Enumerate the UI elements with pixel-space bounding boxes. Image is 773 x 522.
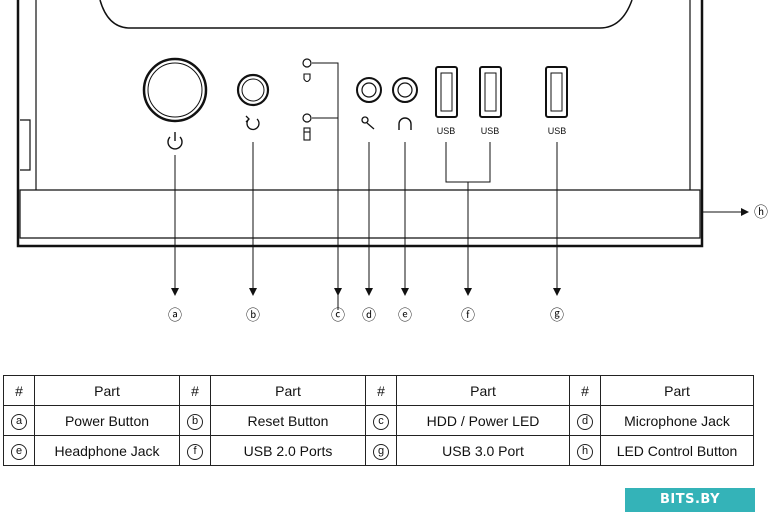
table-cell-num: d	[569, 405, 601, 436]
callout-badge: b	[187, 414, 203, 430]
table-row: a Power Button b Reset Button c HDD / Po…	[3, 405, 754, 436]
table-header: #	[365, 375, 397, 406]
svg-text:ⓑ: ⓑ	[246, 307, 260, 323]
table-header: #	[3, 375, 35, 406]
callout-d: ⓓ	[362, 307, 376, 323]
callout-badge: f	[187, 444, 203, 460]
table-header: #	[569, 375, 601, 406]
table-header: Part	[210, 375, 366, 406]
table-header: Part	[600, 375, 754, 406]
headphone-icon	[398, 117, 412, 130]
usb-label-3: USB	[548, 126, 567, 136]
table-cell-part: Reset Button	[210, 405, 366, 436]
watermark-logo: BITS.BY	[625, 488, 755, 512]
power-button-graphic	[142, 57, 208, 123]
parts-table: # Part # Part # Part # Part a Power Butt…	[3, 375, 754, 466]
table-cell-num: b	[179, 405, 211, 436]
svg-text:ⓒ: ⓒ	[331, 307, 345, 323]
callout-b: ⓑ	[246, 307, 260, 323]
microphone-icon	[361, 116, 375, 130]
svg-text:ⓕ: ⓕ	[461, 307, 475, 323]
table-cell-num: a	[3, 405, 35, 436]
table-header: Part	[34, 375, 180, 406]
callout-badge: a	[11, 414, 27, 430]
svg-text:ⓔ: ⓔ	[398, 307, 412, 323]
callout-badge: h	[577, 444, 593, 460]
reset-icon	[245, 115, 260, 131]
table-row: e Headphone Jack f USB 2.0 Ports g USB 3…	[3, 435, 754, 466]
hdd-icon	[303, 127, 311, 141]
callout-g: ⓖ	[550, 307, 564, 323]
svg-text:ⓐ: ⓐ	[168, 307, 182, 323]
callout-c: ⓒ	[331, 307, 345, 323]
table-cell-num: h	[569, 435, 601, 466]
table-cell-part: Headphone Jack	[34, 435, 180, 466]
usb-label-1: USB	[437, 126, 456, 136]
power-led	[302, 58, 322, 68]
headphone-jack-graphic	[392, 77, 418, 103]
table-cell-num: e	[3, 435, 35, 466]
usb-label-2: USB	[481, 126, 500, 136]
leader-lines	[171, 118, 749, 296]
hdd-led	[302, 113, 322, 123]
table-cell-part: USB 3.0 Port	[396, 435, 570, 466]
usb2-port-2	[479, 66, 502, 118]
power-led-icon	[303, 73, 311, 83]
table-header: #	[179, 375, 211, 406]
svg-text:ⓓ: ⓓ	[362, 307, 376, 323]
table-cell-num: c	[365, 405, 397, 436]
callout-badge: c	[373, 414, 389, 430]
table-cell-num: f	[179, 435, 211, 466]
svg-text:ⓖ: ⓖ	[550, 307, 564, 323]
table-cell-part: Microphone Jack	[600, 405, 754, 436]
microphone-jack-graphic	[356, 77, 382, 103]
callout-f: ⓕ	[461, 307, 475, 323]
table-cell-part: USB 2.0 Ports	[210, 435, 366, 466]
callout-e: ⓔ	[398, 307, 412, 323]
callout-h: ⓗ	[754, 204, 768, 220]
usb2-port-1	[435, 66, 458, 118]
table-cell-part: Power Button	[34, 405, 180, 436]
reset-button-graphic	[236, 73, 270, 107]
table-cell-part: LED Control Button	[600, 435, 754, 466]
front-panel-diagram: USB USB USB ⓐ ⓑ ⓒ ⓓ ⓔ ⓕ ⓖ ⓗ	[16, 0, 768, 323]
callout-a: ⓐ	[168, 307, 182, 323]
callout-badge: g	[373, 444, 389, 460]
callout-badge: e	[11, 444, 27, 460]
power-icon	[167, 132, 183, 150]
usb3-port	[545, 66, 568, 118]
svg-text:ⓗ: ⓗ	[754, 204, 768, 220]
chassis-outline	[16, 0, 704, 248]
table-cell-num: g	[365, 435, 397, 466]
table-header: Part	[396, 375, 570, 406]
callout-badge: d	[577, 414, 593, 430]
table-cell-part: HDD / Power LED	[396, 405, 570, 436]
table-header-row: # Part # Part # Part # Part	[3, 375, 754, 406]
